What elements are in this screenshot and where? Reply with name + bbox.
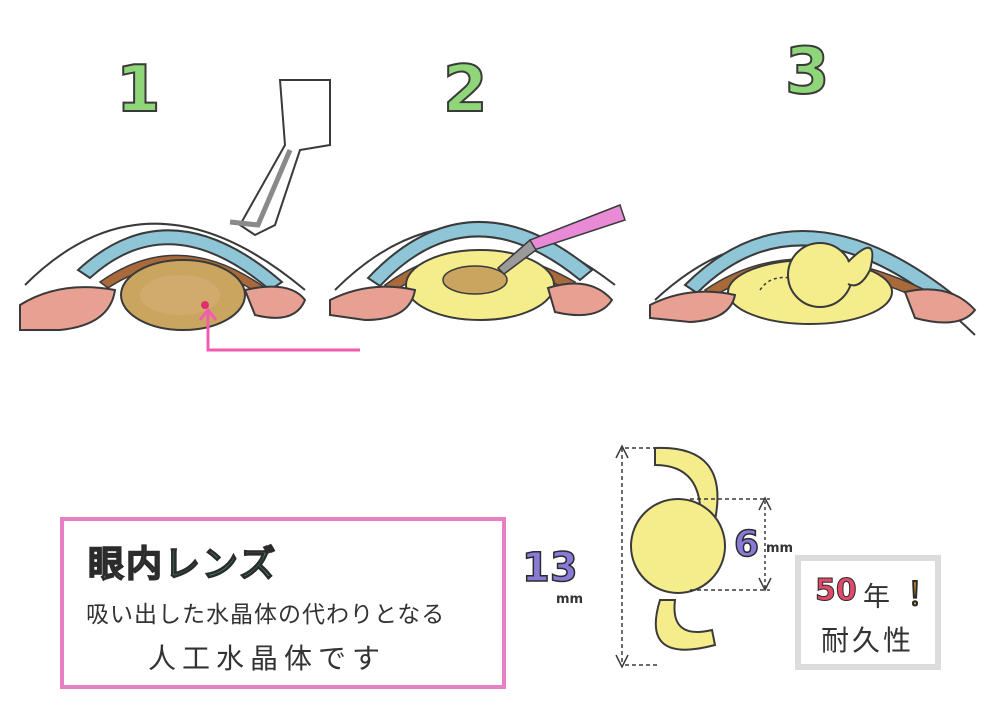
lower-haptic xyxy=(654,599,717,651)
intraocular-lens xyxy=(787,242,853,308)
info-description-line-2: 人工水晶体です xyxy=(148,642,387,675)
year-label: 年 xyxy=(863,582,890,613)
info-box: 眼内レンズ 吸い出した水晶体の代わりとなる 人工水晶体です xyxy=(60,517,506,689)
optic-diameter-value: 6 xyxy=(733,524,760,565)
phaco-tip xyxy=(496,238,537,275)
skin-left xyxy=(329,285,417,322)
total-length-value: 13 xyxy=(521,545,578,591)
durability-label: 耐久性 xyxy=(821,624,915,657)
lens-nucleus xyxy=(442,265,508,295)
instrument-blade xyxy=(229,149,293,228)
total-length-unit: mm xyxy=(556,592,584,607)
pointer-arrow xyxy=(206,312,360,352)
step-number-3: 3 xyxy=(784,35,831,109)
eye-panel-1 xyxy=(19,79,360,352)
optic xyxy=(630,498,726,594)
eye-panel-2 xyxy=(329,204,626,322)
phaco-probe xyxy=(529,204,626,251)
optic-diameter-unit: mm xyxy=(766,541,794,556)
durability-years: 50 xyxy=(815,573,858,609)
exclamation-mark: ！ xyxy=(906,575,940,614)
skin-right xyxy=(546,282,614,317)
skin-left xyxy=(649,290,737,324)
step-number-2: 2 xyxy=(442,53,489,127)
iol-diagram xyxy=(615,444,772,669)
info-title: 眼内レンズ xyxy=(87,543,278,586)
step-number-1: 1 xyxy=(115,53,162,127)
skin-right xyxy=(243,285,307,319)
skin-left xyxy=(19,286,117,331)
skin-right xyxy=(903,288,977,324)
info-description-line-1: 吸い出した水晶体の代わりとなる xyxy=(86,602,446,628)
target-point xyxy=(201,301,209,309)
eye-panel-3 xyxy=(649,230,977,336)
durability-badge: 50 年 ！ 耐久性 xyxy=(795,555,941,670)
